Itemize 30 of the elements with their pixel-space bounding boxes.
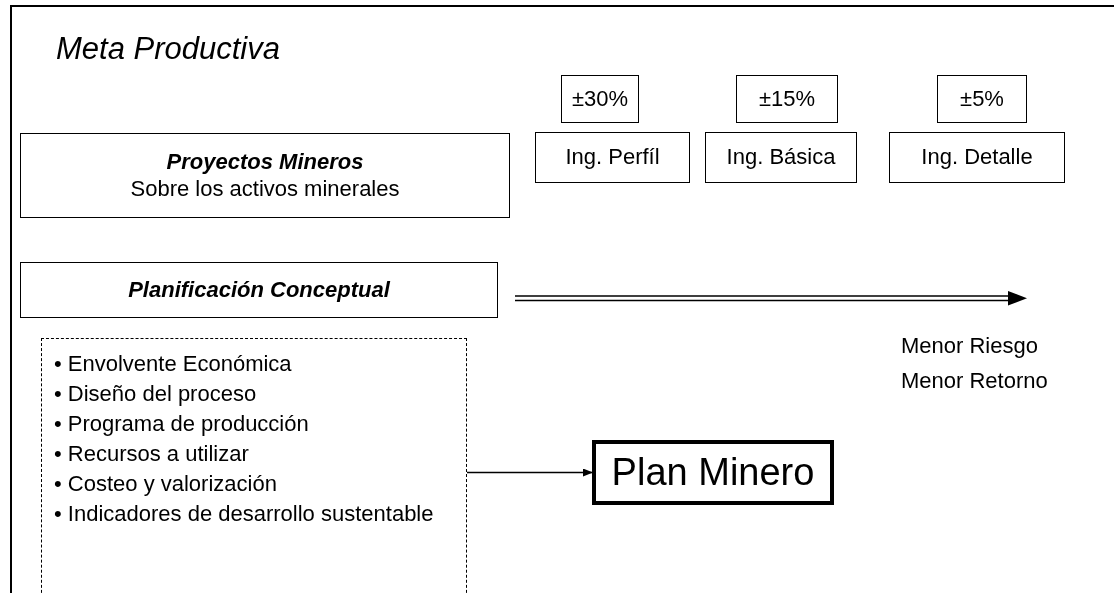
list-item: • Costeo y valorización (54, 469, 277, 498)
percent-box (937, 75, 1027, 123)
box-heading: Proyectos Mineros (166, 149, 364, 176)
note-text: Menor Riesgo Menor Retorno (901, 332, 1049, 396)
box-heading: Planificación Conceptual (128, 276, 390, 304)
plan-box (592, 440, 834, 505)
box-label: ±5% (960, 85, 1004, 113)
list-item: • Recursos a utilizar (54, 439, 249, 468)
outer-frame (10, 5, 1114, 593)
planning-box (20, 262, 498, 318)
stage-box (705, 132, 857, 183)
dashed-list-box (41, 338, 467, 593)
arrow (466, 468, 593, 477)
box-label: Ing. Detalle (921, 144, 1033, 171)
stage-box (889, 132, 1065, 183)
percent-box (736, 75, 838, 123)
list-item: • Envolvente Económica (54, 350, 292, 378)
box-label: Plan Minero (611, 449, 815, 495)
list-item: • Diseño del proceso (54, 379, 257, 408)
box-text: Sobre los activos minerales (130, 175, 400, 202)
project-box (20, 133, 510, 218)
box-label: Ing. Básica (726, 144, 836, 171)
list-item: • Indicadores de desarrollo sustentable (54, 499, 434, 528)
box-label: ±30% (571, 85, 629, 113)
percent-box (561, 75, 639, 123)
box-label: ±15% (758, 85, 816, 113)
stage-box (535, 132, 690, 183)
list-item: • Programa de producción (54, 409, 309, 438)
box-label: Ing. Perfíl (565, 144, 660, 171)
diagram-heading: Meta Productiva (56, 31, 280, 67)
